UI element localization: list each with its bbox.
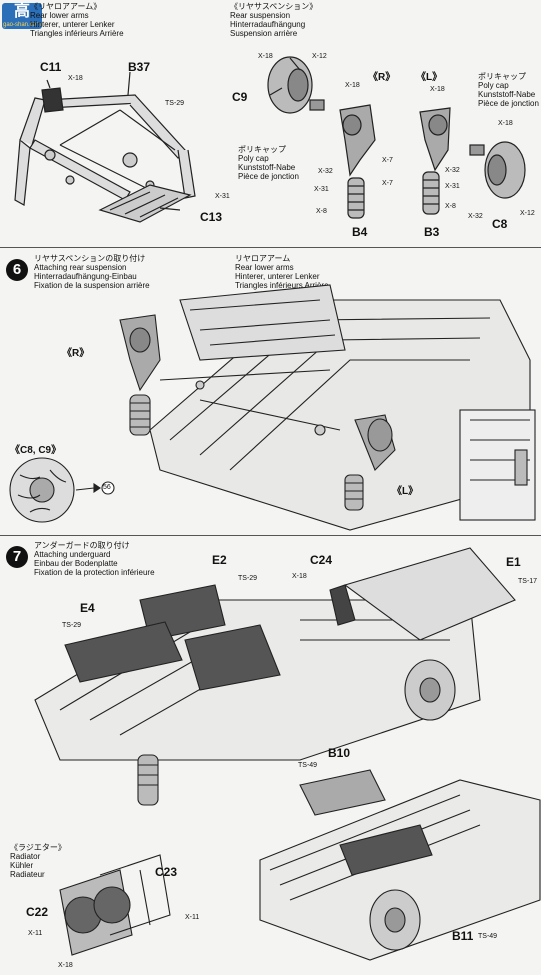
screw-x18-label-2: X-18 (258, 53, 273, 60)
screw-x18-label-6: X-18 (292, 573, 307, 580)
part-c24-label: C24 (310, 553, 333, 567)
part-e1-label: E1 (506, 555, 521, 569)
screw-x8-label-2: X-8 (445, 203, 456, 210)
part-b3-label: B3 (424, 225, 440, 239)
screw-ts29-label-2: TS-29 (238, 575, 258, 582)
screw-x11-label-2: X-11 (28, 930, 43, 937)
section-divider-2 (0, 535, 541, 536)
section-divider-1 (0, 247, 541, 248)
screw-x18-label-3: X-18 (345, 82, 360, 89)
site-watermark-logo: 高 gao-shan.com (2, 3, 42, 29)
screw-ts49-label: TS-49 (298, 762, 318, 769)
left-side-label: 《L》 (416, 72, 443, 83)
part-e4-label: E4 (80, 601, 95, 615)
screw-x7-label: X-7 (382, 157, 393, 164)
screw-x12-label: X-12 (312, 53, 327, 60)
screw-x12-label-2: X-12 (520, 210, 535, 217)
screw-x32-label: X-32 (318, 168, 333, 175)
part-b37-label: B37 (128, 60, 151, 74)
screw-x18-label: X-18 (68, 75, 83, 82)
right-side-label: 《R》 (368, 72, 396, 83)
screw-ts49-label-2: TS-49 (478, 933, 498, 940)
rla-fr: Triangles inférieurs Arrière (30, 29, 124, 38)
screw-x8-label: X-8 (316, 208, 327, 215)
part-c22-label: C22 (26, 905, 49, 919)
screw-x32-label-2: X-32 (445, 167, 460, 174)
screw-x32-label-3: X-32 (468, 213, 483, 220)
step-6-chassis-drawing (9, 284, 536, 531)
rear-suspension-heading: 《リヤサスペンション》 Rear suspension Hinterradauf… (230, 2, 317, 38)
part-c9-label: C9 (232, 90, 248, 104)
screw-x7-label-2: X-7 (382, 180, 393, 187)
rla-de: Hinterer, unterer Lenker (30, 20, 115, 29)
step-6-heading: リヤサスペンションの取り付け Attaching rear suspension… (34, 254, 150, 290)
step-6-right-label: 《R》 (62, 348, 90, 359)
rs-fr: Suspension arrière (230, 29, 298, 38)
polycap-right-label: ポリキャップ Poly cap Kunststoff-Nabe Pièce de… (478, 72, 539, 108)
part-c11-label: C11 (40, 60, 62, 74)
screw-x18-label-4: X-18 (430, 86, 445, 93)
screw-x31-label: X-31 (215, 193, 230, 200)
screw-ts17-label: TS-17 (518, 578, 538, 585)
step-7-number: 7 (6, 546, 28, 568)
rs-jp: 《リヤサスペンション》 (230, 2, 318, 11)
part-b10-label: B10 (328, 746, 351, 760)
screw-x18-label-5: X-18 (498, 120, 513, 127)
part-b4-label: B4 (352, 225, 368, 239)
screw-ts29-label-3: TS-29 (62, 622, 82, 629)
screw-x11-label: X-11 (185, 914, 200, 921)
part-c23-label: C23 (155, 865, 178, 879)
rear-lower-arms-heading: 《リヤロアアーム》 Rear lower arms Hinterer, unte… (30, 2, 124, 38)
step-7-heading: アンダーガードの取り付け Attaching underguard Einbau… (34, 541, 155, 577)
rear-lower-arm-and-suspension-drawing (14, 56, 526, 223)
count-56-label: 56 (103, 484, 111, 491)
step-6-number: 6 (6, 259, 28, 281)
part-b11-label: B11 (452, 929, 474, 943)
part-e2-label: E2 (212, 553, 227, 567)
polycap-left-label: ポリキャップ Poly cap Kunststoff-Nabe Pièce de… (238, 145, 299, 181)
screw-x18-label-7: X-18 (58, 962, 73, 969)
screw-ts29-label: TS-29 (165, 100, 185, 107)
screw-x31-label-3: X-31 (445, 183, 460, 190)
part-c13-label: C13 (200, 210, 223, 224)
rla-jp: 《リヤロアアーム》 (30, 2, 102, 11)
rs-de: Hinterradaufhängung (230, 20, 306, 29)
step-6-left-label: 《L》 (392, 486, 419, 497)
part-c8-label: C8 (492, 217, 508, 231)
rla-en: Rear lower arms (30, 11, 89, 20)
step-6-rear-lower-arms: リヤロアアーム Rear lower arms Hinterer, untere… (235, 254, 329, 290)
radiator-heading: 《ラジエター》 Radiator Kühler Radiateur (10, 843, 66, 879)
rs-en: Rear suspension (230, 11, 291, 20)
brake-disc-c8-c9-label: 《C8, C9》 (10, 445, 62, 456)
screw-x31-label-2: X-31 (314, 186, 329, 193)
